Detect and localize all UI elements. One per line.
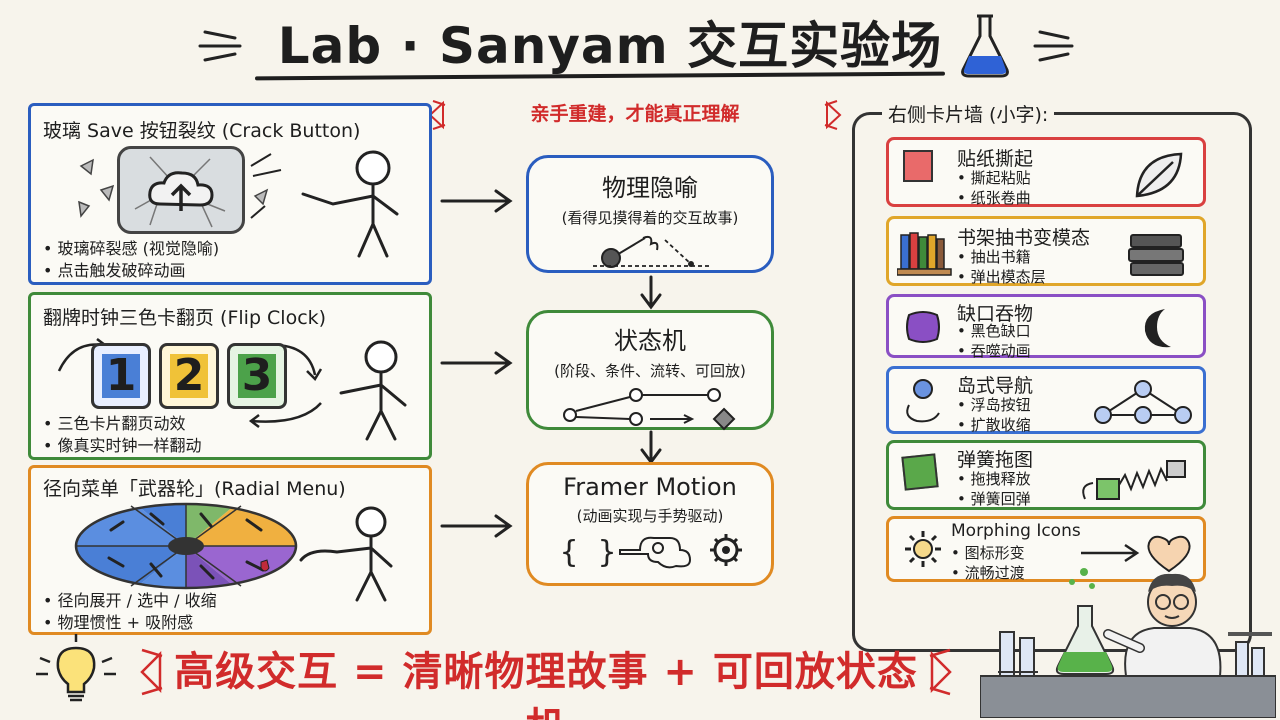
stick-figure-icon	[301, 150, 399, 258]
spring-icon	[1082, 460, 1186, 500]
bullet-item: 三色卡片翻页动效	[43, 413, 202, 435]
bullet-item: 点击触发破碎动画	[43, 260, 219, 282]
right-panel-title: 右侧卡片墙 (小字):	[882, 100, 1055, 127]
card-bullets: 抽出书籍 弹出模态层	[957, 247, 1046, 287]
card-bullets: 拖拽释放 弹簧回弹	[957, 469, 1031, 509]
card-bullets: 三色卡片翻页动效 像真实时钟一样翻动	[43, 413, 202, 457]
card-title: 缺口吞物	[957, 303, 1034, 325]
box-subtitle: (阶段、条件、流转、可回放)	[554, 362, 746, 380]
card-flip-clock: 翻牌时钟三色卡翻页 (Flip Clock) 1 2 3 三色卡片翻页动效 像真…	[28, 292, 432, 460]
sticker-icon	[903, 150, 933, 182]
arrow-right-icon	[440, 351, 513, 375]
green-square-icon	[901, 453, 939, 491]
card-gap-swallow[interactable]: 缺口吞物 黑色缺口 吞噬动画	[886, 294, 1206, 361]
bullet-item: 抽出书籍	[957, 247, 1046, 267]
pendulum-icon	[593, 235, 709, 268]
card-title: 翻牌时钟三色卡翻页 (Flip Clock)	[43, 307, 327, 329]
bullet-item: 扩散收缩	[957, 415, 1031, 435]
cloud-upload-icon	[134, 156, 226, 228]
box-subtitle: (动画实现与手势驱动)	[576, 507, 724, 525]
slogan-frame	[428, 100, 842, 130]
bullet-item: 像真实时钟一样翻动	[43, 435, 202, 457]
card-bullets: 径向展开 / 选中 / 收缩 物理惯性 + 吸附感	[43, 590, 217, 634]
bullet-item: 撕起粘贴	[957, 168, 1031, 188]
bullet-item: 径向展开 / 选中 / 收缩	[43, 590, 217, 612]
slogan-text: 亲手重建，才能真正理解	[530, 103, 740, 125]
moon-icon	[1144, 309, 1171, 348]
card-bullets: 黑色缺口 吞噬动画	[957, 321, 1031, 361]
bullet-item: 玻璃碎裂感 (视觉隐喻)	[43, 238, 220, 260]
card-title: 贴纸撕起	[957, 148, 1034, 170]
stick-figure-icon	[299, 506, 393, 602]
box-subtitle: (看得见摸得着的交互故事)	[561, 209, 739, 227]
flask-icon	[961, 14, 1009, 78]
card-title: 玻璃 Save 按钮裂纹 (Crack Button)	[43, 120, 361, 142]
glass-save-button[interactable]	[117, 146, 245, 234]
bullet-item: 拖拽释放	[957, 469, 1031, 489]
card-title: 弹簧拖图	[957, 449, 1034, 471]
bookshelf-icon	[897, 232, 952, 276]
shards-left-icon	[78, 158, 115, 218]
card-bullets: 撕起粘贴 纸张卷曲	[957, 168, 1031, 208]
svg-text:}: }	[598, 535, 616, 570]
flip-card-green[interactable]: 3	[227, 343, 287, 409]
code-motion-icon: { }	[560, 534, 742, 570]
card-title: 径向菜单「武器轮」(Radial Menu)	[43, 478, 346, 500]
shards-right-icon	[250, 153, 282, 219]
svg-text:{: {	[560, 535, 578, 570]
card-title: 书架抽书变模态	[957, 227, 1091, 249]
bullet-item: 弹出模态层	[957, 267, 1046, 287]
arrow-right-icon	[440, 514, 513, 538]
card-spring-drag[interactable]: 弹簧拖图 拖拽释放 弹簧回弹	[886, 440, 1206, 510]
arrow-down-icon	[640, 430, 662, 465]
flip-card-yellow[interactable]: 2	[159, 343, 219, 409]
page-title: Lab · Sanyam 交互实验场	[277, 17, 943, 75]
card-bullets: 浮岛按钮 扩散收缩	[957, 395, 1031, 435]
card-bullets: 玻璃碎裂感 (视觉隐喻) 点击触发破碎动画	[43, 238, 220, 282]
box-title: 物理隐喻	[602, 174, 698, 202]
bullet-item: 弹簧回弹	[957, 489, 1031, 509]
card-sticker-peel[interactable]: 贴纸撕起 撕起粘贴 纸张卷曲	[886, 137, 1206, 207]
box-title: Framer Motion	[563, 473, 737, 501]
card-bookshelf-modal[interactable]: 书架抽书变模态 抽出书籍 弹出模态层	[886, 216, 1206, 286]
bullet-item: 黑色缺口	[957, 321, 1031, 341]
card-bullets: 图标形变 流畅过渡	[951, 543, 1025, 583]
box-state-machine: 状态机 (阶段、条件、流转、可回放)	[526, 310, 774, 431]
bullet-item: 图标形变	[951, 543, 1025, 563]
arrow-right-icon	[440, 189, 513, 213]
state-graph-icon	[563, 388, 736, 431]
radial-wheel[interactable]	[71, 500, 301, 592]
bullet-item: 吞噬动画	[957, 341, 1031, 361]
card-title: Morphing Icons	[951, 521, 1081, 541]
card-radial-menu: 径向菜单「武器轮」(Radial Menu) 径向展开 / 选中 / 收缩 物理…	[28, 465, 432, 635]
card-morphing-icons[interactable]: Morphing Icons 图标形变 流畅过渡	[886, 516, 1206, 582]
bullet-item: 浮岛按钮	[957, 395, 1031, 415]
book-stack-icon	[1128, 234, 1184, 276]
scientist-lab-illustration	[980, 568, 1276, 718]
stick-figure-icon	[339, 340, 407, 441]
bottom-slogan-text: 高级交互 = 清晰物理故事 + 可回放状态机	[174, 649, 918, 720]
node-network-icon	[1094, 380, 1192, 424]
diamond-icon	[906, 311, 940, 343]
card-title: 岛式导航	[957, 375, 1034, 397]
island-button-icon	[906, 379, 940, 423]
leaf-icon	[1135, 152, 1183, 198]
gear-icon	[905, 531, 941, 567]
box-title: 状态机	[614, 327, 686, 355]
bullet-item: 物理惯性 + 吸附感	[43, 612, 217, 634]
bullet-item: 流畅过渡	[951, 563, 1025, 583]
bottom-slogan-frame	[140, 648, 952, 696]
morph-arrow-heart-icon	[1081, 535, 1191, 573]
sparkle-right-icon	[1033, 30, 1074, 62]
box-physical-metaphor: 物理隐喻 (看得见摸得着的交互故事)	[526, 155, 774, 273]
flip-card-blue[interactable]: 1	[91, 343, 151, 409]
sparkle-left-icon	[198, 30, 242, 62]
bullet-item: 纸张卷曲	[957, 188, 1031, 208]
card-crack-button: 玻璃 Save 按钮裂纹 (Crack Button) 玻璃碎裂感 (视觉隐喻)…	[28, 103, 432, 285]
card-island-nav[interactable]: 岛式导航 浮岛按钮 扩散收缩	[886, 366, 1206, 434]
flip-arrow-bottom-icon	[248, 402, 322, 428]
arrow-down-icon	[640, 275, 662, 310]
box-framer-motion: Framer Motion (动画实现与手势驱动) { }	[526, 462, 774, 586]
lightbulb-icon	[36, 634, 116, 702]
